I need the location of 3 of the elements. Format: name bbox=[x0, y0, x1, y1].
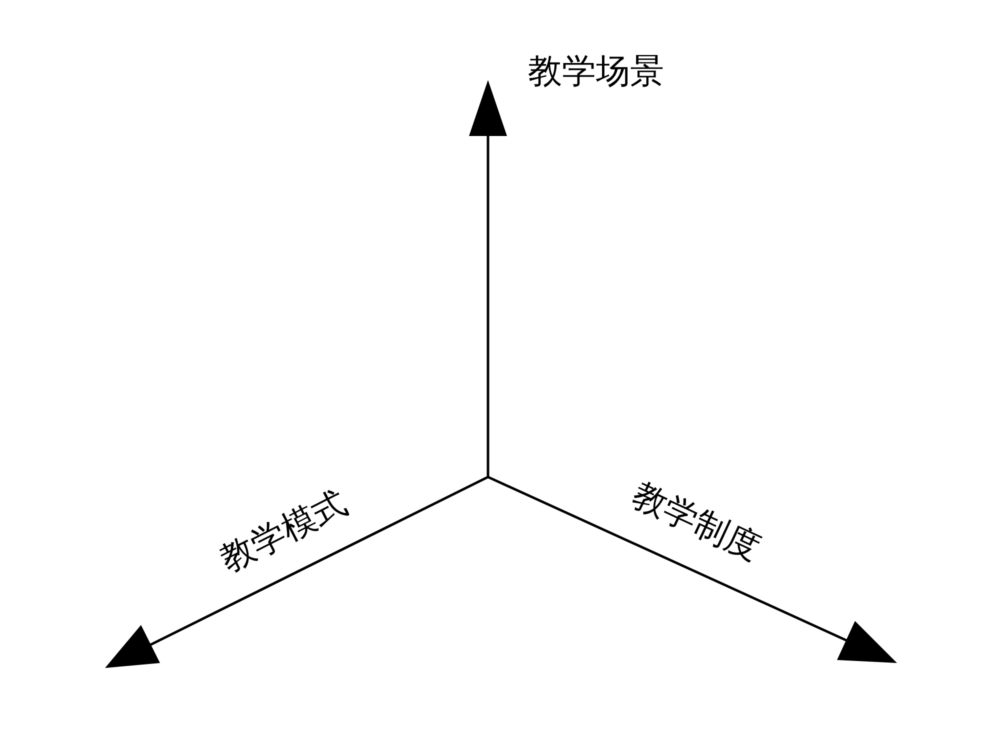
axis-label: 教学制度 bbox=[625, 474, 768, 570]
axis-label: 教学模式 bbox=[213, 482, 354, 582]
axis-label: 教学场景 bbox=[528, 50, 664, 94]
